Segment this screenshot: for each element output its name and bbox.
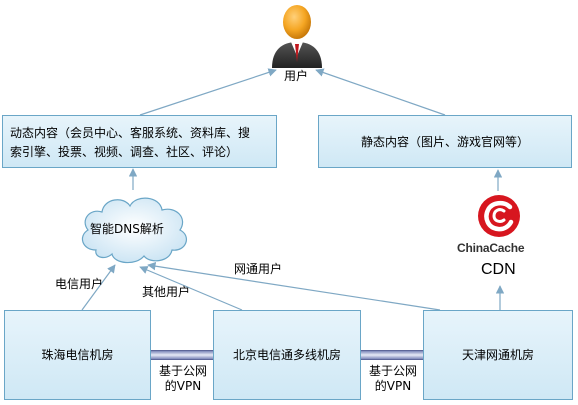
user-label: 用户 xyxy=(284,69,309,83)
datacenter-beijing-label: 北京电信通多线机房 xyxy=(232,348,341,362)
chinacache-logo-icon xyxy=(474,193,524,239)
arrow-zhuhai-to-dns xyxy=(81,264,116,311)
arrow-dynamic-to-user xyxy=(139,68,277,116)
vpn-left-line2: 的VPN xyxy=(164,379,202,393)
vpn-label-left: 基于公网 的VPN xyxy=(154,364,212,394)
arrow-static-to-user xyxy=(315,68,446,116)
arrow-beijing-to-dns xyxy=(139,266,243,311)
vpn-right-line1: 基于公网 xyxy=(368,364,417,378)
cloud-icon xyxy=(74,190,194,268)
vpn-pipe-right xyxy=(360,350,424,360)
user-person-icon xyxy=(268,2,326,70)
datacenter-beijing: 北京电信通多线机房 xyxy=(213,310,361,400)
dynamic-content-line2: 索引擎、投票、视频、调查、社区、评论） xyxy=(10,145,239,159)
datacenter-zhuhai-label: 珠海电信机房 xyxy=(41,348,114,362)
dynamic-content-line1: 动态内容（会员中心、客服系统、资料库、搜 xyxy=(10,126,251,140)
datacenter-tianjin-label: 天津网通机房 xyxy=(461,348,534,362)
netcom-users-label: 网通用户 xyxy=(234,262,283,276)
datacenter-zhuhai: 珠海电信机房 xyxy=(4,310,151,400)
vpn-label-right: 基于公网 的VPN xyxy=(364,364,422,394)
vpn-pipe-left xyxy=(150,350,214,360)
static-content-box: 静态内容（图片、游戏官网等） xyxy=(318,115,572,168)
other-users-label: 其他用户 xyxy=(142,285,191,299)
vpn-left-line1: 基于公网 xyxy=(158,364,207,378)
vpn-right-line2: 的VPN xyxy=(374,379,412,393)
telecom-users-label: 电信用户 xyxy=(55,277,104,291)
static-content-label: 静态内容（图片、游戏官网等） xyxy=(360,134,529,149)
arrow-tianjin-to-dns xyxy=(147,262,441,311)
dynamic-content-box: 动态内容（会员中心、客服系统、资料库、搜 索引擎、投票、视频、调查、社区、评论） xyxy=(2,115,277,168)
chinacache-brand: ChinaCache xyxy=(457,241,525,255)
dns-label: 智能DNS解析 xyxy=(90,222,164,236)
cdn-label: CDN xyxy=(481,261,516,278)
datacenter-tianjin: 天津网通机房 xyxy=(423,310,573,400)
